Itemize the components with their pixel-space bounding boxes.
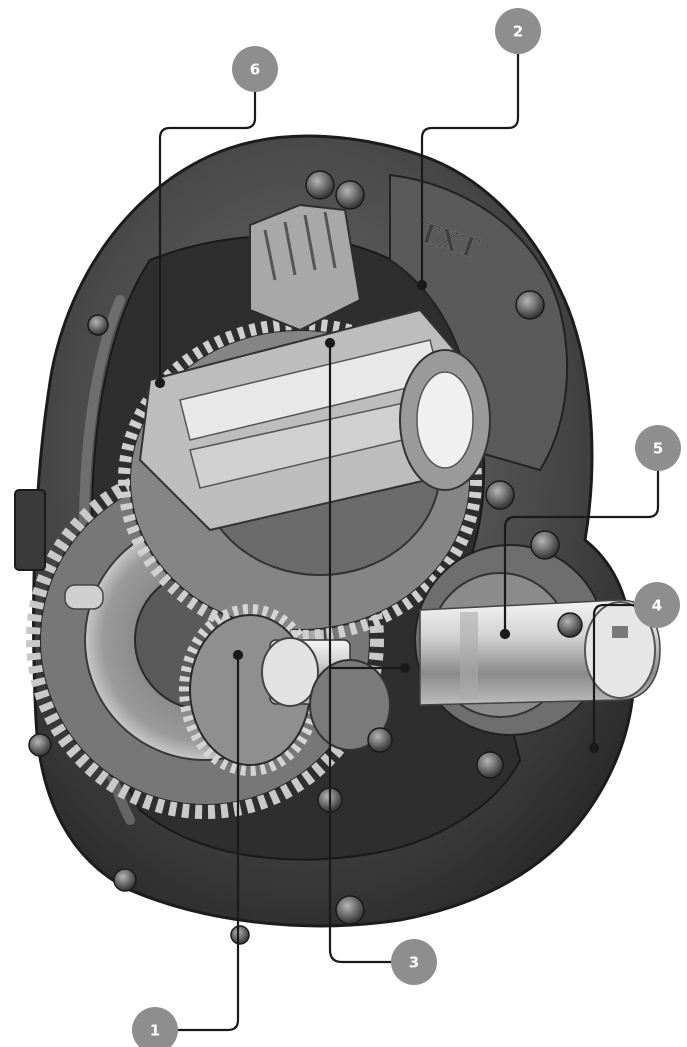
svg-text:2: 2: [513, 23, 523, 41]
leader-dot-1: [232, 649, 244, 661]
callout-badge-1: 1: [132, 1007, 178, 1047]
leader-dot-3b: [399, 662, 411, 674]
housing-bolts: [28, 170, 583, 945]
leader-line-6: [158, 90, 257, 383]
hollow-shaft-assembly: [138, 203, 491, 532]
gear-reducer-illustration: TXT: [14, 134, 661, 945]
svg-text:1: 1: [150, 1022, 160, 1040]
callout-badge-2: 2: [495, 8, 541, 54]
callout-badge-4: 4: [634, 582, 680, 628]
housing-side-boss: [14, 489, 46, 571]
housing-top-cover: [389, 173, 568, 472]
leader-line-5: [503, 470, 660, 634]
callout-badge-3: 3: [391, 939, 437, 985]
leader-line-1: [175, 655, 240, 1032]
leader-line-4: [592, 603, 635, 748]
callout-badge-6: 6: [232, 46, 278, 92]
svg-text:6: 6: [250, 61, 260, 79]
svg-text:5: 5: [653, 440, 663, 458]
leader-dot-3a: [324, 337, 336, 349]
callout-badges: 1 2 3 4 5 6: [132, 8, 681, 1047]
output-shaft: [414, 544, 661, 736]
leader-dot-2: [416, 279, 428, 291]
leader-line-3: [328, 343, 392, 964]
callout-leaders: [154, 52, 660, 1032]
svg-text:3: 3: [409, 954, 419, 972]
leader-line-2: [420, 52, 520, 285]
svg-text:4: 4: [652, 597, 662, 615]
leader-dot-5: [499, 628, 511, 640]
leader-dot-4: [588, 742, 600, 754]
leader-dot-6: [154, 377, 166, 389]
housing-pin: [64, 584, 104, 610]
callout-badge-5: 5: [635, 425, 681, 471]
output-shaft-end: [584, 601, 656, 699]
